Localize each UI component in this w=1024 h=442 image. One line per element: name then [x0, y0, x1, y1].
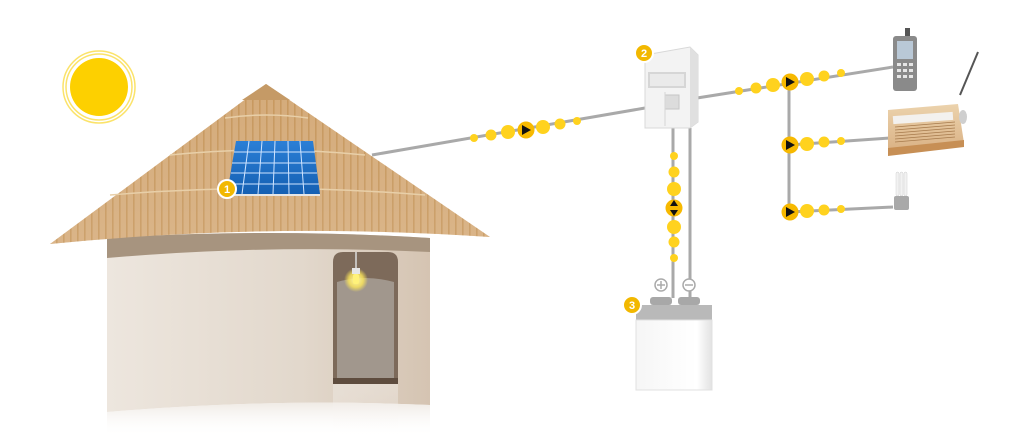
sun-icon	[62, 50, 136, 124]
light-bulb-icon	[894, 171, 909, 210]
flow-dots-to-radio	[781, 136, 845, 154]
svg-text:3: 3	[629, 300, 635, 312]
svg-text:2: 2	[641, 48, 647, 60]
flow-dots-panel-to-controller	[470, 117, 581, 142]
badge-1: 1	[217, 179, 237, 199]
battery-icon	[635, 278, 713, 391]
badge-3: 3	[622, 295, 642, 315]
svg-text:1: 1	[224, 184, 230, 196]
mobile-phone-icon	[893, 28, 917, 91]
flow-dots-controller-battery	[665, 152, 683, 262]
negative-terminal-icon	[682, 278, 696, 292]
hut	[107, 233, 430, 437]
radio-icon	[888, 104, 967, 156]
flow-dots-controller-to-devices	[735, 69, 845, 95]
flow-dots-to-lamp	[781, 203, 845, 221]
lit-bulb-icon	[344, 252, 368, 292]
charge-controller-icon	[644, 46, 699, 129]
solar-panel-icon	[227, 140, 320, 196]
badge-2: 2	[634, 43, 654, 63]
positive-terminal-icon	[654, 278, 668, 292]
